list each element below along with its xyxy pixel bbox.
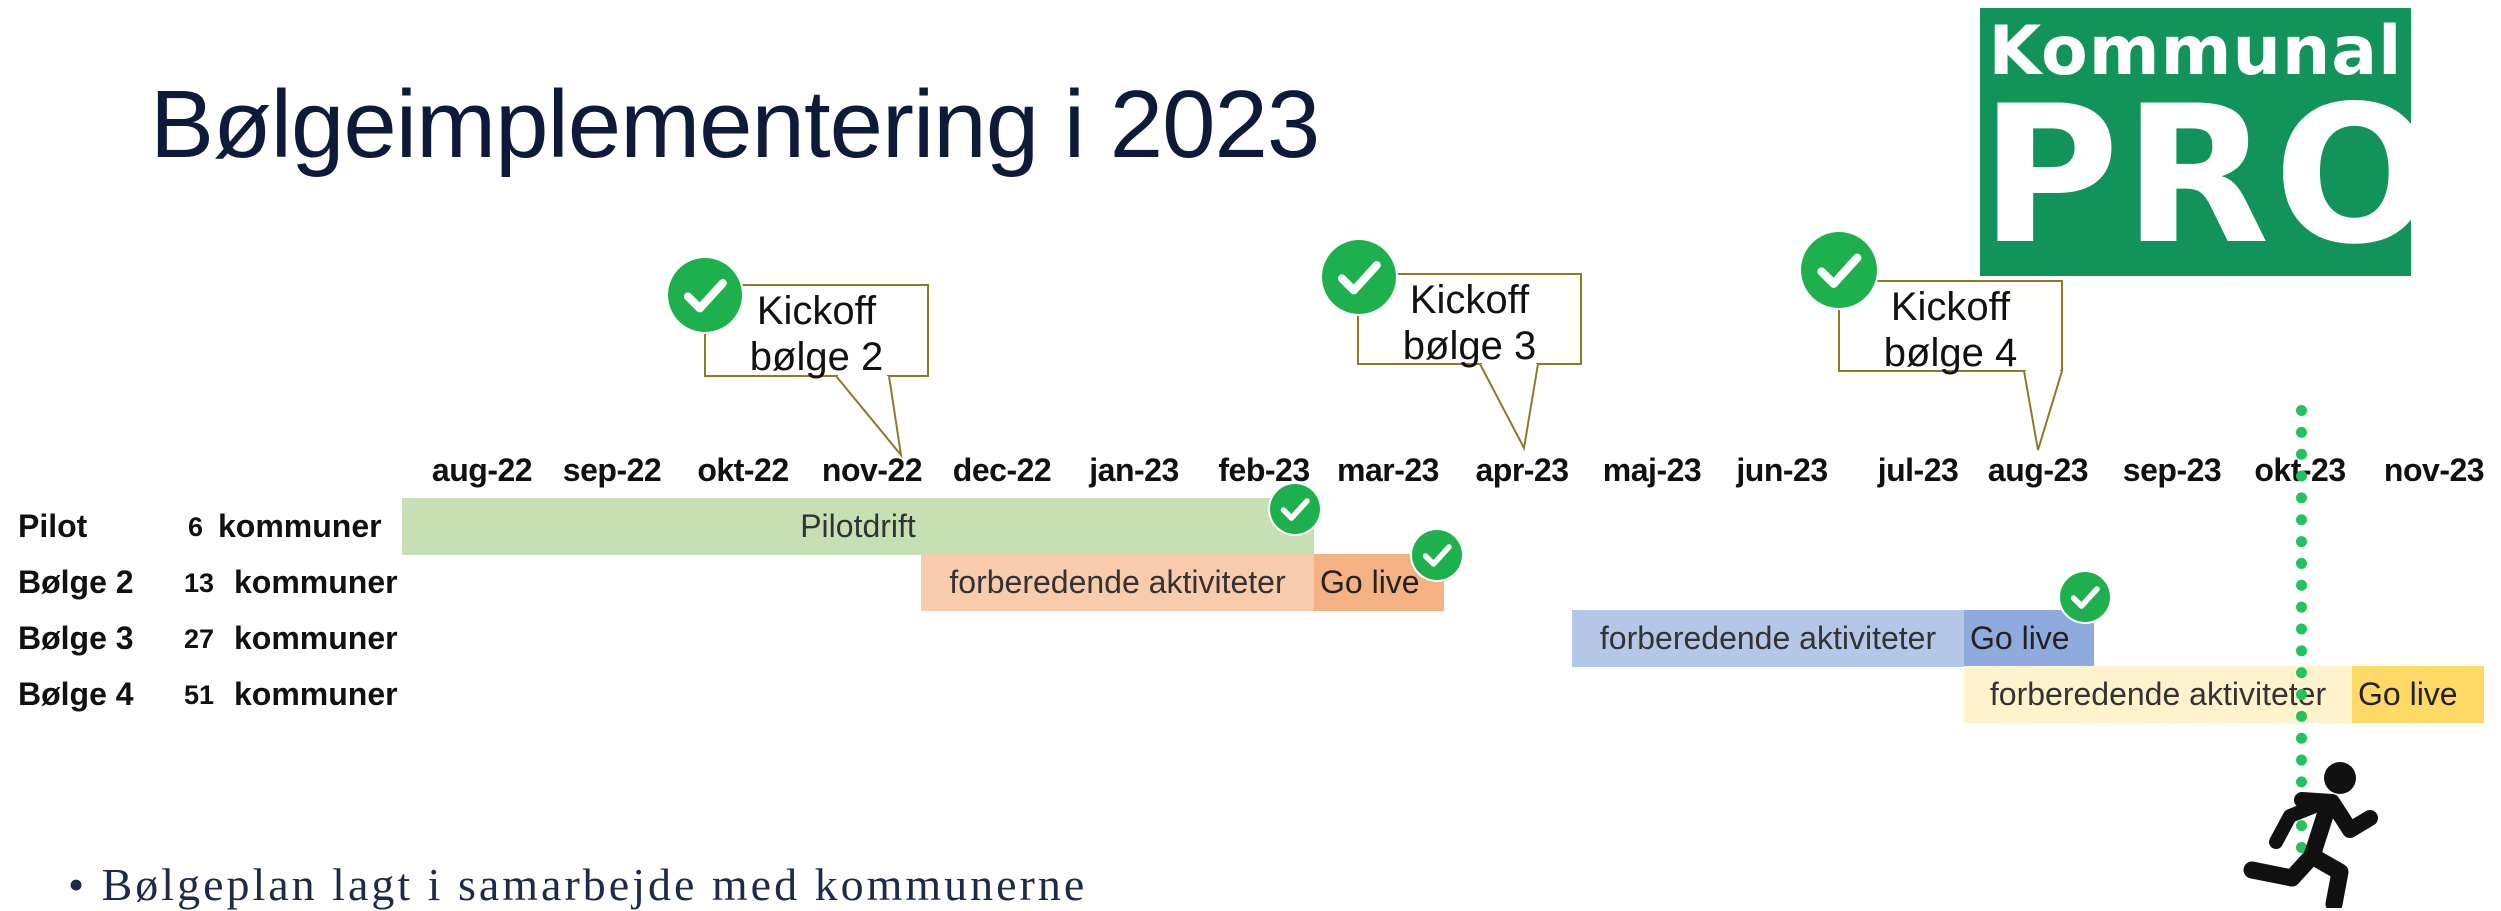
month-label: sep-23	[2122, 452, 2222, 488]
bar-wave-3-go-live: Go live	[1964, 610, 2094, 667]
check-circle-icon	[2060, 572, 2110, 622]
month-label: apr-23	[1475, 452, 1569, 488]
callout-line1: Kickoff	[1890, 285, 2011, 329]
check-circle-icon	[668, 258, 742, 332]
month-label: jan-23	[1089, 452, 1179, 488]
page-title: Bølgeimplementering i 2023	[150, 71, 1320, 178]
month-label: aug-22	[431, 452, 533, 488]
row-count-wave-2: 13	[184, 568, 215, 598]
row-unit-pilot: kommuner	[218, 508, 382, 544]
month-label: jul-23	[1877, 452, 1959, 488]
month-label: maj-23	[1602, 452, 1702, 488]
today-marker-line	[2296, 405, 2307, 875]
logo-text-top: Kommunal	[1988, 12, 2403, 91]
check-circle-icon	[1801, 232, 1877, 308]
row-label-wave-2: Bølge 2	[18, 564, 134, 600]
bar-pilot-drift: Pilotdrift	[402, 498, 1314, 555]
callout-line1: Kickoff	[1409, 278, 1530, 322]
check-circle-icon	[1270, 484, 1320, 534]
bar-wave-3-prep: forberedende aktiviteter	[1572, 610, 1964, 667]
callout-kickoff-wave-4: Kickoff bølge 4	[1838, 280, 2063, 375]
month-label: jun-23	[1736, 452, 1828, 488]
row-label-wave-3: Bølge 3	[18, 620, 134, 656]
callout-line1: Kickoff	[756, 289, 877, 333]
check-circle-icon	[1322, 240, 1396, 314]
bar-wave-4-prep: forberedende aktiviteter	[1964, 666, 2352, 723]
row-count-wave-4: 51	[184, 680, 215, 710]
month-label: mar-23	[1337, 452, 1439, 488]
bullet-text: • Bølgeplan lagt i samarbejde med kommun…	[68, 859, 1088, 910]
row-count-wave-3: 27	[184, 624, 215, 654]
bar-wave-4-go-live: Go live	[2352, 666, 2484, 723]
month-label: sep-22	[562, 452, 662, 488]
callout-line2: bølge 2	[749, 335, 884, 379]
row-count-pilot: 6	[188, 512, 204, 542]
row-unit-wave-4: kommuner	[234, 676, 398, 712]
logo-text-bottom: PRO	[1980, 65, 2411, 276]
check-circle-icon	[1412, 530, 1462, 580]
month-label: nov-23	[2383, 452, 2485, 488]
row-label-pilot: Pilot	[18, 508, 88, 544]
row-label-wave-4: Bølge 4	[18, 676, 134, 712]
month-label: feb-23	[1218, 452, 1310, 488]
month-label: aug-23	[1987, 452, 2089, 488]
bar-wave-2-go-live: Go live	[1314, 554, 1444, 611]
callout-line2: bølge 4	[1883, 331, 2018, 375]
month-label: nov-22	[821, 452, 923, 488]
callout-kickoff-wave-3: Kickoff bølge 3	[1357, 273, 1582, 368]
running-person-icon	[2243, 762, 2378, 908]
month-label: dec-22	[952, 452, 1052, 488]
bar-wave-2-prep: forberedende aktiviteter	[921, 554, 1314, 611]
kommunal-pro-logo: Kommunal PRO	[1980, 8, 2411, 276]
row-unit-wave-3: kommuner	[234, 620, 398, 656]
callout-line2: bølge 3	[1402, 324, 1537, 368]
month-label: okt-22	[697, 452, 789, 488]
row-unit-wave-2: kommuner	[234, 564, 398, 600]
